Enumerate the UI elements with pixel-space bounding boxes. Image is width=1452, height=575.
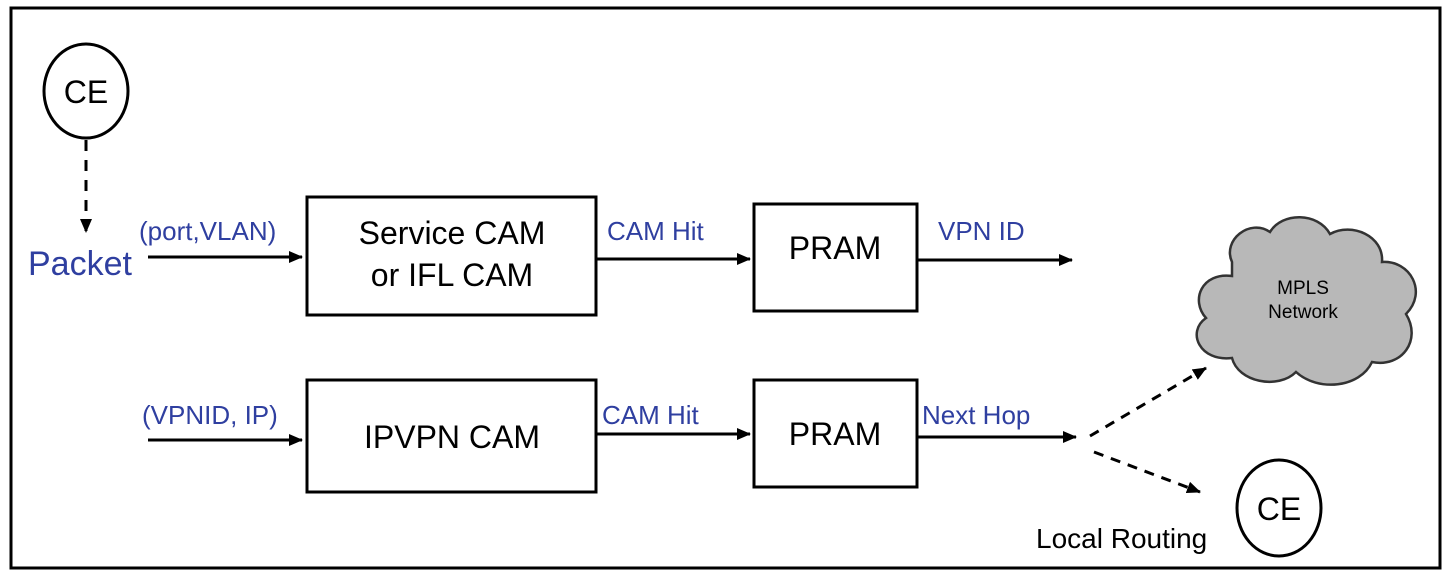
ce-top-node: CE xyxy=(42,42,130,140)
ipvpn-cam-rect xyxy=(305,378,598,494)
packet-label: Packet xyxy=(28,245,132,283)
ipvpn-cam-box: IPVPN CAM xyxy=(305,378,598,494)
cam-hit-bottom-label: CAM Hit xyxy=(602,400,700,430)
service-cam-rect xyxy=(305,195,598,317)
ce-bottom-node: CE xyxy=(1235,458,1323,558)
cam-hit-top-label: CAM Hit xyxy=(607,216,705,246)
pram-bottom-label: PRAM xyxy=(789,416,881,452)
mpls-label-line2: Network xyxy=(1268,302,1338,323)
next-hop-to-ce-arrow xyxy=(1093,450,1201,494)
diagram-border xyxy=(9,6,1442,570)
pram-bottom-box: PRAM xyxy=(752,378,919,489)
ce-bottom-ellipse xyxy=(1235,458,1323,558)
service-cam-label-line2: or IFL CAM xyxy=(371,257,533,293)
ce-bottom-label: CE xyxy=(1257,491,1301,527)
next-hop-label: Next Hop xyxy=(922,400,1030,430)
pram-top-label: PRAM xyxy=(789,230,881,266)
next-hop-to-mpls-arrow xyxy=(1089,366,1207,438)
ce-top-label: CE xyxy=(64,74,108,110)
service-cam-box: Service CAM or IFL CAM xyxy=(305,195,598,317)
ce-top-ellipse xyxy=(42,42,130,140)
ipvpn-cam-label: IPVPN CAM xyxy=(364,419,540,455)
mpls-network-cloud: MPLS Network xyxy=(1195,216,1418,386)
service-cam-label-line1: Service CAM xyxy=(359,215,546,251)
local-routing-label: Local Routing xyxy=(1036,523,1207,554)
pram-bottom-rect xyxy=(752,378,919,489)
vpnid-ip-label: (VPNID, IP) xyxy=(142,400,278,430)
vpn-id-label: VPN ID xyxy=(938,216,1025,246)
port-vlan-label: (port,VLAN) xyxy=(139,216,276,246)
mpls-label-line1: MPLS xyxy=(1277,278,1329,299)
pram-top-rect xyxy=(752,202,919,313)
pram-top-box: PRAM xyxy=(752,202,919,313)
cloud-shape xyxy=(1195,216,1418,386)
